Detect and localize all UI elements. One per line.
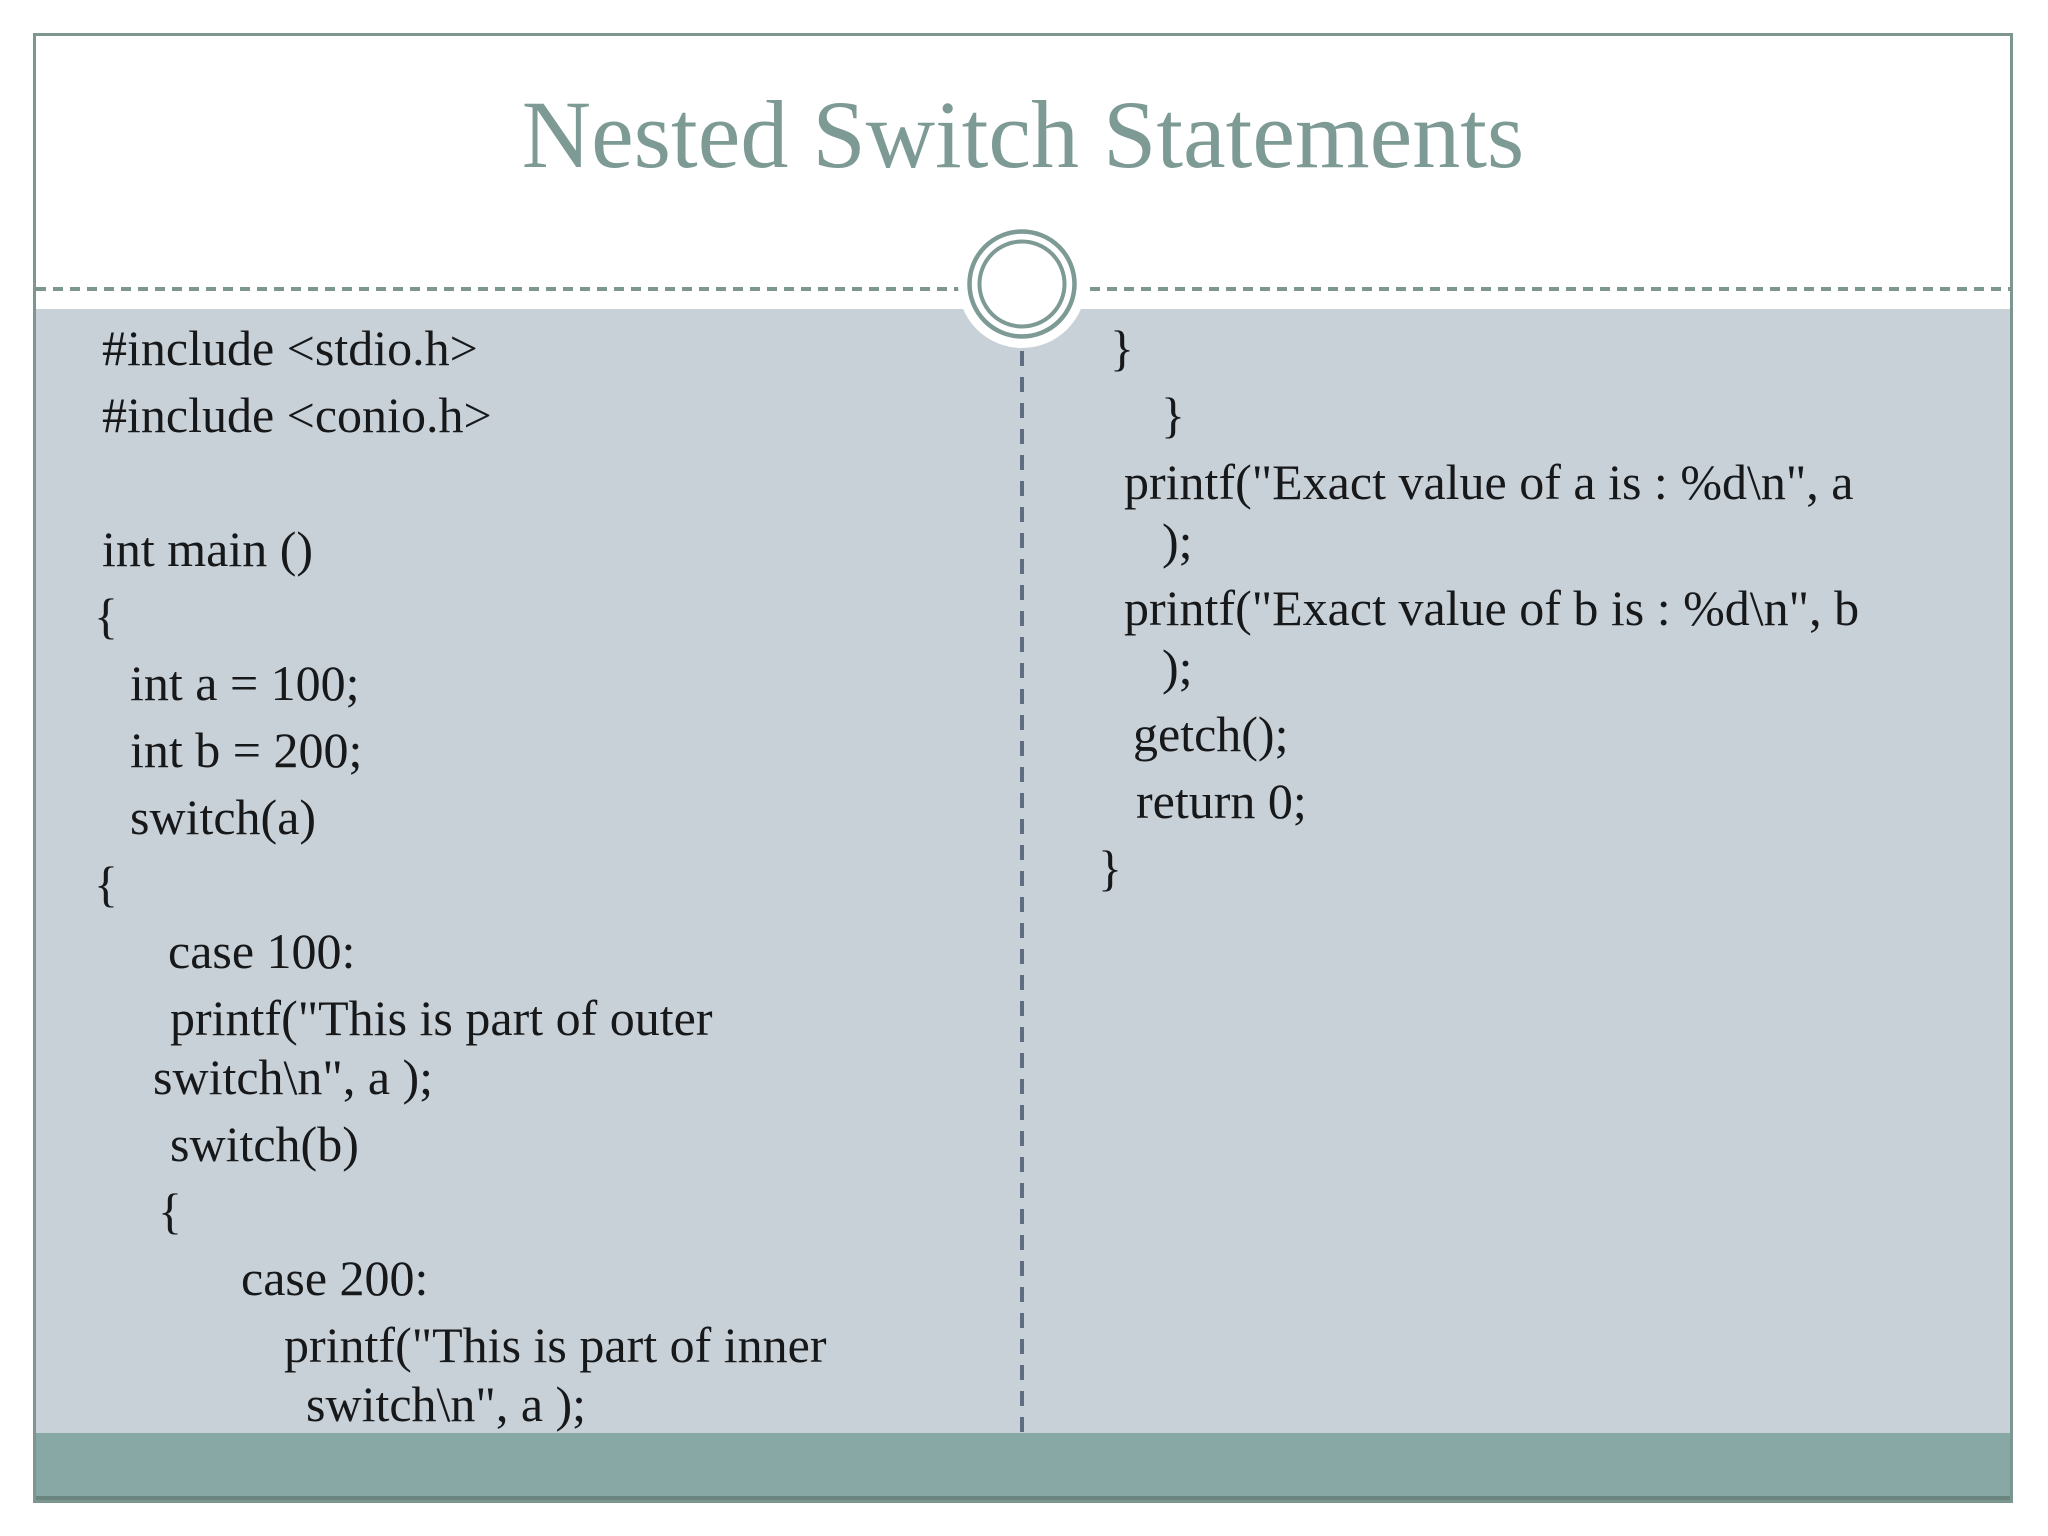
code-line: case 100:: [168, 923, 356, 979]
code-line: switch(b): [170, 1116, 359, 1172]
column-divider-dashed-line: [1020, 351, 1024, 1433]
code-line: int main (): [102, 521, 314, 577]
code-line: {: [94, 588, 118, 644]
code-line: printf("This is part of inner: [284, 1317, 827, 1373]
code-line: printf("This is part of outer: [170, 990, 713, 1046]
footer-accent-bar: [36, 1433, 2010, 1500]
code-line: case 200:: [241, 1250, 429, 1306]
code-line: );: [1162, 639, 1193, 695]
code-line: int a = 100;: [130, 655, 360, 711]
slide-frame: Nested Switch Statements #include <stdio…: [33, 33, 2013, 1503]
code-line: switch\n", a );: [153, 1049, 434, 1105]
code-line: [94, 451, 1020, 514]
code-column-left: #include <stdio.h> #include <conio.h> int …: [36, 309, 1020, 1433]
code-line: printf("Exact value of a is : %d\n", a: [1124, 454, 1854, 510]
double-circle-ornament-icon: [958, 220, 1086, 348]
code-line: int b = 200;: [130, 722, 363, 778]
code-line: );: [1162, 513, 1193, 569]
code-line: #include <conio.h>: [102, 387, 492, 443]
code-line: printf("Exact value of b is : %d\n", b: [1124, 580, 1860, 636]
code-line: }: [1161, 387, 1185, 443]
code-line: #include <stdio.h>: [102, 320, 478, 376]
code-line: getch();: [1133, 706, 1289, 762]
code-line: return 0;: [1136, 773, 1307, 829]
code-line: }: [1110, 320, 1134, 376]
code-content-area: #include <stdio.h> #include <conio.h> int …: [36, 309, 2010, 1433]
code-line: {: [158, 1183, 182, 1239]
page-title: Nested Switch Statements: [521, 81, 1525, 188]
code-column-right: }} printf("Exact value of a is : %d\n", a…: [1022, 309, 2010, 1433]
code-line: {: [94, 856, 118, 912]
code-line: }: [1098, 840, 1122, 896]
code-line: switch(a): [130, 789, 317, 845]
code-line: switch\n", a );: [306, 1376, 587, 1432]
